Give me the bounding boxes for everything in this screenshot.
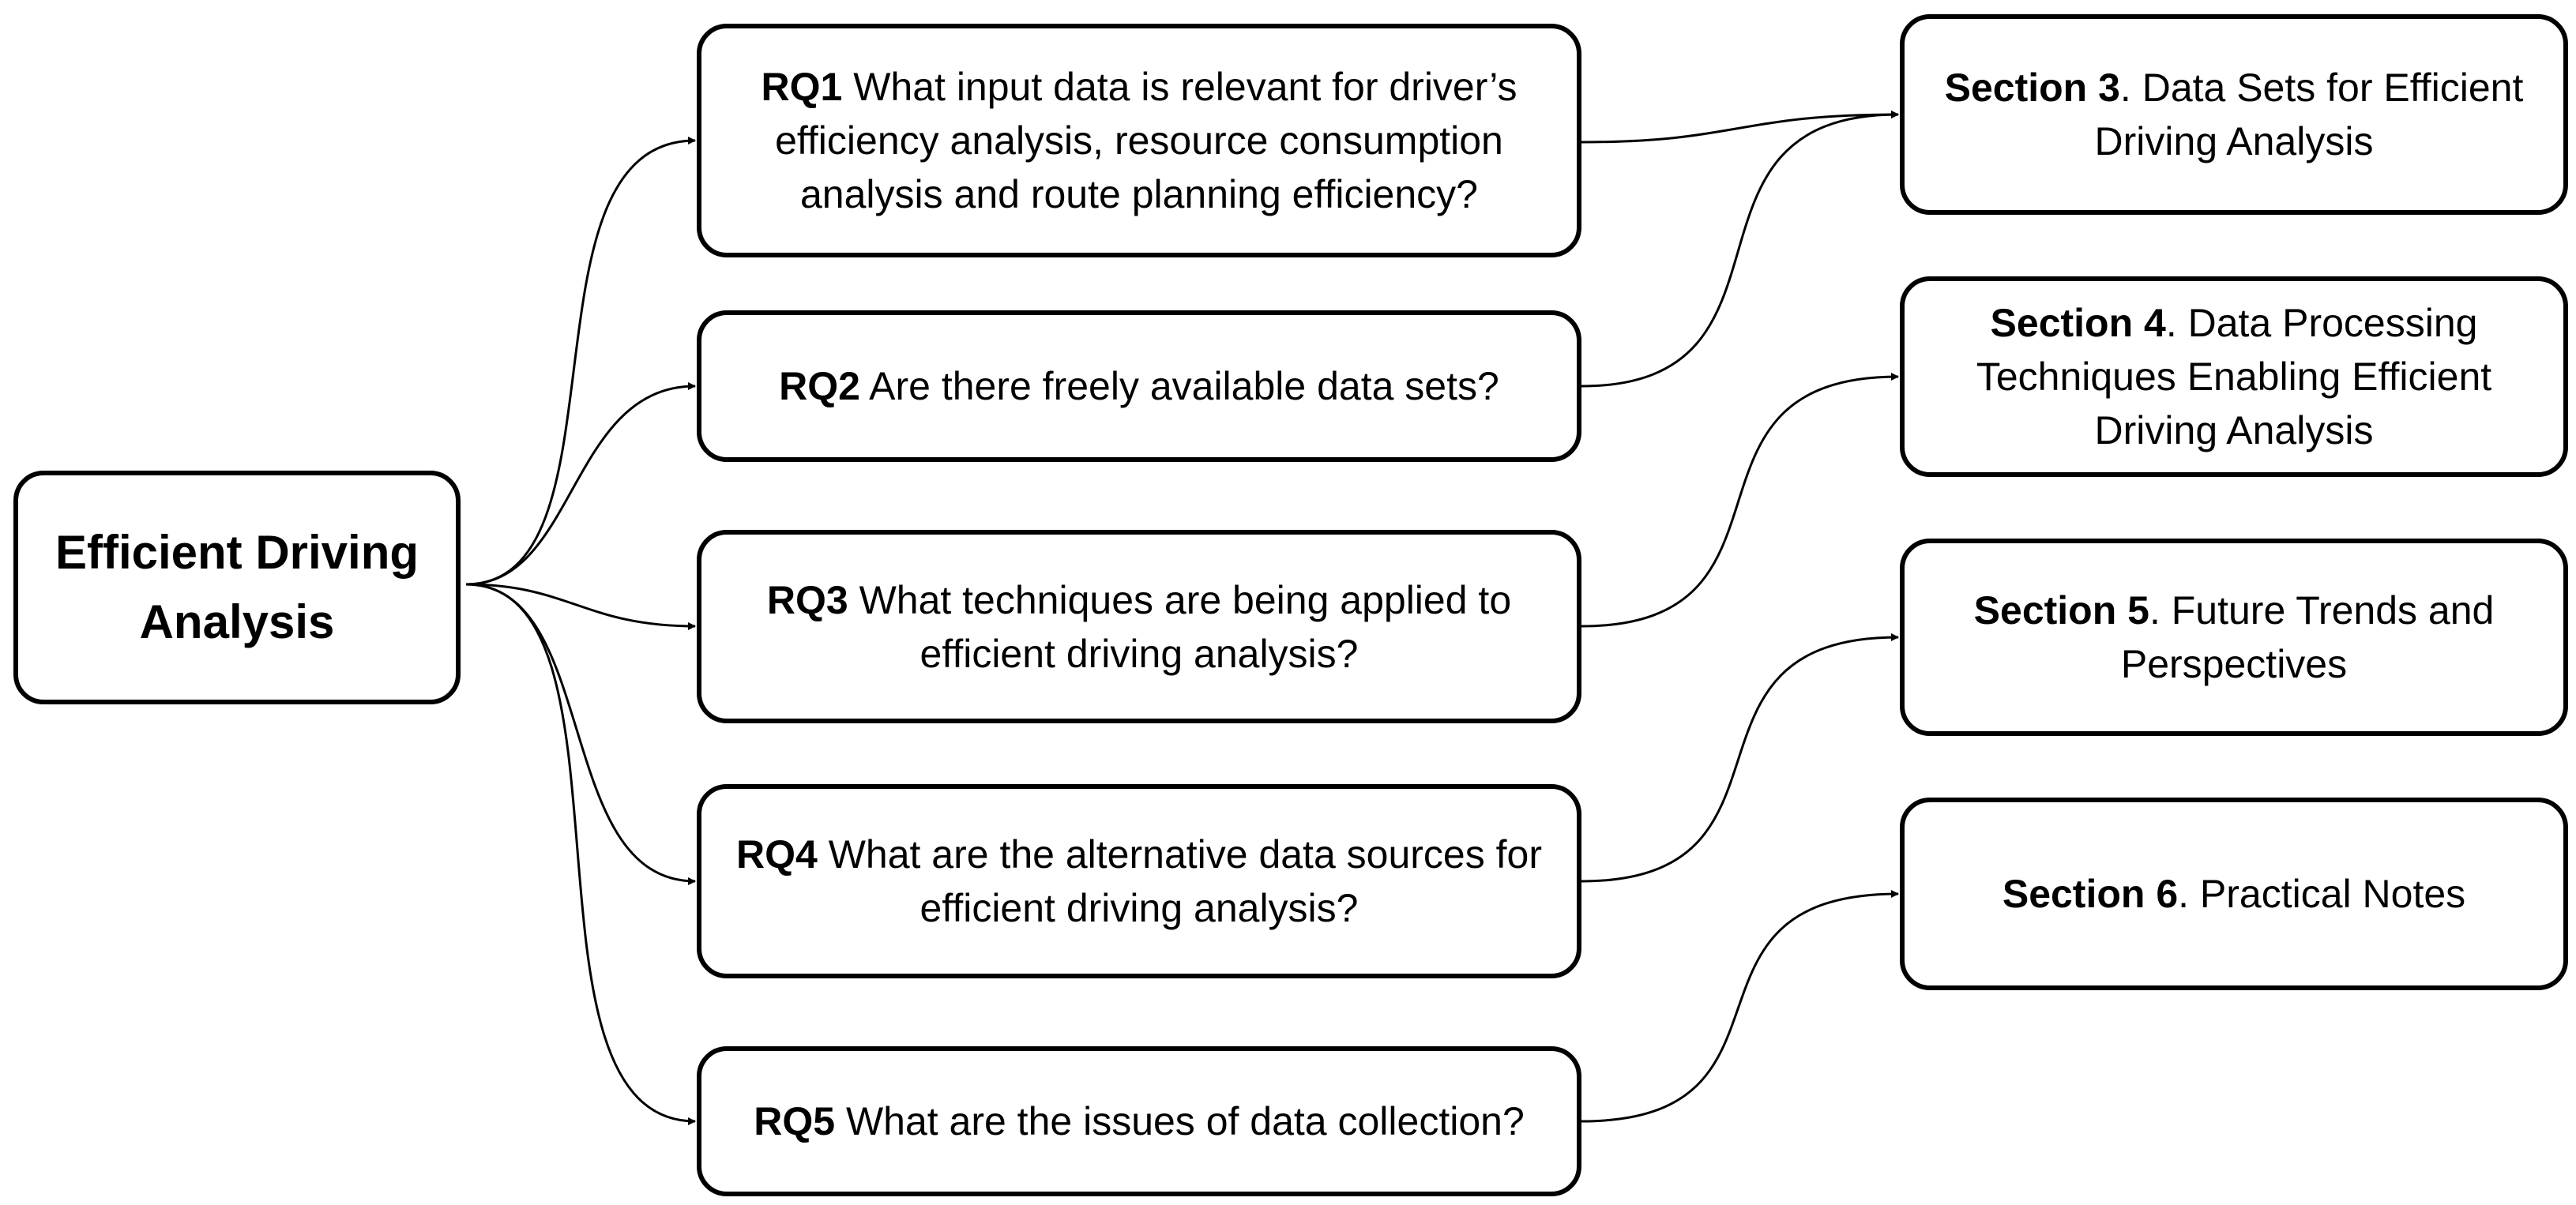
rq3-text: RQ3 What techniques are being applied to… [725,573,1553,681]
rq1-text: RQ1 What input data is relevant for driv… [725,60,1553,221]
rq5-text: RQ5 What are the issues of data collecti… [754,1094,1525,1148]
section5-node: Section 5. Future Trends and Perspective… [1900,539,2568,736]
section3-node: Section 3. Data Sets for Efficient Drivi… [1900,14,2568,215]
section4-node: Section 4. Data Processing Techniques En… [1900,276,2568,477]
rq4-text: RQ4 What are the alternative data source… [725,828,1553,935]
rq4-question: What are the alternative data sources fo… [817,832,1542,930]
rq5-node: RQ5 What are the issues of data collecti… [697,1046,1581,1196]
rq5-id: RQ5 [754,1099,836,1143]
section6-text: Section 6. Practical Notes [2003,867,2465,921]
edge-rq4-section5 [1581,633,1899,883]
section3-id: Section 3 [1944,66,2120,110]
edge-rq2-section3 [1581,111,1899,388]
rq1-node: RQ1 What input data is relevant for driv… [697,24,1581,257]
section4-text: Section 4. Data Processing Techniques En… [1920,296,2548,457]
rq2-text: RQ2 Are there freely available data sets… [779,359,1499,413]
rq1-question: What input data is relevant for driver’s… [775,65,1517,216]
edge-rq3-section4 [1581,373,1899,628]
rq2-question: Are there freely available data sets? [859,364,1499,408]
edge-root-rq2 [465,382,696,586]
edge-root-rq1 [465,137,696,586]
section6-node: Section 6. Practical Notes [1900,798,2568,990]
edge-rq5-section6 [1581,890,1899,1123]
section3-title: . Data Sets for Efficient Driving Analys… [2094,66,2524,163]
rq5-question: What are the issues of data collection? [835,1099,1525,1143]
section4-id: Section 4 [1990,301,2166,345]
edge-root-rq5 [465,583,696,1125]
rq2-id: RQ2 [779,364,860,408]
edge-root-rq4 [465,583,696,885]
rq3-question: What techniques are being applied to eff… [848,577,1512,676]
rq3-node: RQ3 What techniques are being applied to… [697,530,1581,723]
rq2-node: RQ2 Are there freely available data sets… [697,310,1581,462]
section6-title: . Practical Notes [2178,872,2466,916]
rq1-id: RQ1 [761,65,843,109]
section5-id: Section 5 [1973,588,2149,633]
section5-text: Section 5. Future Trends and Perspective… [1920,584,2548,691]
section6-id: Section 6 [2002,872,2179,916]
root-label: Efficient Driving Analysis [55,526,419,648]
section5-title: . Future Trends and Perspectives [2120,588,2495,686]
edge-rq1-section3 [1581,111,1899,144]
section4-title: . Data Processing Techniques Enabling Ef… [1976,301,2492,452]
section3-text: Section 3. Data Sets for Efficient Drivi… [1920,61,2548,168]
rq4-node: RQ4 What are the alternative data source… [697,784,1581,978]
rq4-id: RQ4 [736,832,818,877]
edge-root-rq3 [465,583,696,630]
root-node-efficient-driving-analysis: Efficient Driving Analysis [13,471,461,704]
rq3-id: RQ3 [766,577,848,622]
